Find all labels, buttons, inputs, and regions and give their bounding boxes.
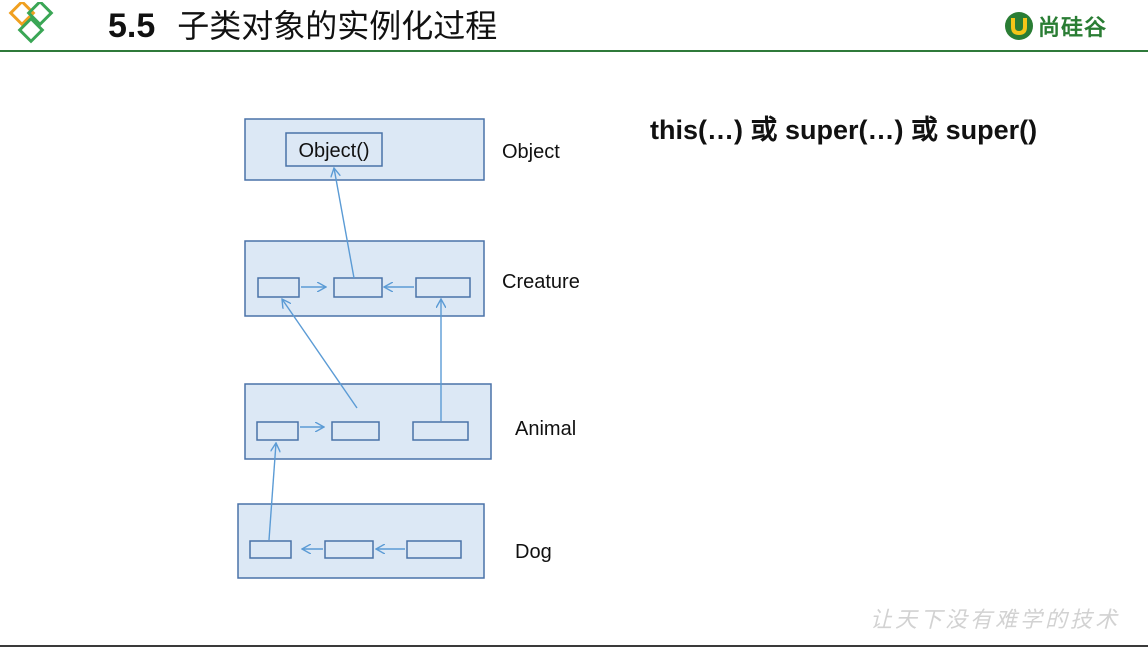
brand-name: 尚硅谷 [1038,16,1108,41]
class-object-label: Object [502,141,560,163]
constructor-call-note: this(…) 或 super(…) 或 super() [650,108,1037,147]
note-or-2: 或 [911,115,939,146]
arrow-dog-to-animal [268,443,276,541]
animal-constructor-1 [256,421,299,441]
header-divider [0,50,1148,52]
creature-constructor-2 [333,277,383,298]
diamond-logo-icon [8,2,54,44]
footer-divider [0,645,1148,647]
note-this-call: this(…) [650,115,743,145]
note-super-args-call: super(…) [785,115,904,145]
note-or-1: 或 [750,115,778,146]
section-number: 5.5 [108,7,156,45]
brand-logo: 尚硅谷 [1004,8,1140,44]
note-super-call: super() [945,115,1038,145]
class-object: Object() Object [244,118,560,181]
u-logo-icon [1005,12,1033,40]
class-dog: Dog [237,503,552,579]
animal-constructor-2 [331,421,380,441]
class-dog-label: Dog [515,541,552,563]
class-creature-label: Creature [502,271,580,293]
arrow-animal-to-creature-1 [282,299,358,409]
slide-header: 5.5 子类对象的实例化过程 尚硅谷 [0,0,1148,52]
class-animal-label: Animal [515,418,576,440]
inheritance-diagram: Object() Object Creature Animal Dog [237,118,580,579]
object-constructor-box [285,132,383,167]
section-title: 子类对象的实例化过程 [177,7,498,45]
call-arrows [268,168,441,549]
animal-constructor-3 [412,421,469,441]
dog-constructor-2 [324,540,374,559]
class-creature: Creature [244,240,580,317]
footer-motto: 让天下没有难学的技术 [870,608,1121,633]
class-animal: Animal [244,383,576,460]
object-constructor-label: Object() [298,140,369,162]
dog-constructor-3 [406,540,462,559]
creature-constructor-1 [257,277,300,298]
page-title: 5.5 子类对象的实例化过程 [108,4,497,48]
creature-constructor-3 [415,277,471,298]
dog-constructor-1 [249,540,292,559]
arrow-creature-to-object [334,168,355,279]
